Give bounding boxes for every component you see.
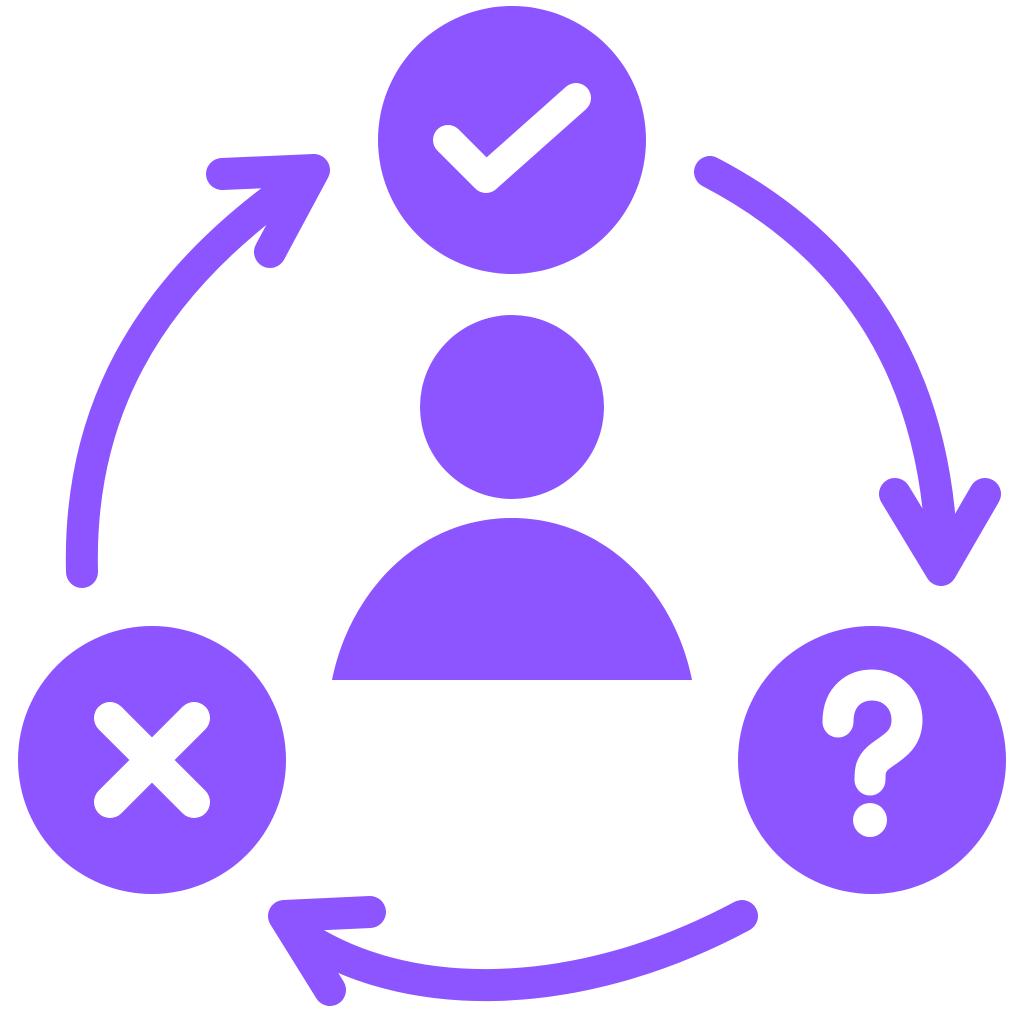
arrow-right-curved [65, 154, 330, 588]
arrow-right-arc [694, 156, 958, 584]
x-icon [18, 626, 286, 894]
person-icon [332, 315, 692, 680]
arrow-left-arc [65, 164, 316, 588]
arrow-bottom-head [268, 896, 386, 1006]
arrow-bottom-arc [284, 900, 758, 1002]
question-icon [738, 626, 1006, 894]
question-mark-curve [822, 669, 923, 796]
arrow-right-head [879, 478, 1001, 586]
question-mark-dot [853, 803, 887, 837]
arrow-left-head [206, 154, 330, 268]
check-mark [433, 83, 591, 193]
person-body [332, 518, 692, 680]
x-mark [94, 702, 210, 818]
arrow-left-curved [268, 896, 758, 1006]
person-head [420, 315, 604, 499]
arrow-down-curved [694, 156, 1001, 586]
check-icon [378, 6, 646, 274]
